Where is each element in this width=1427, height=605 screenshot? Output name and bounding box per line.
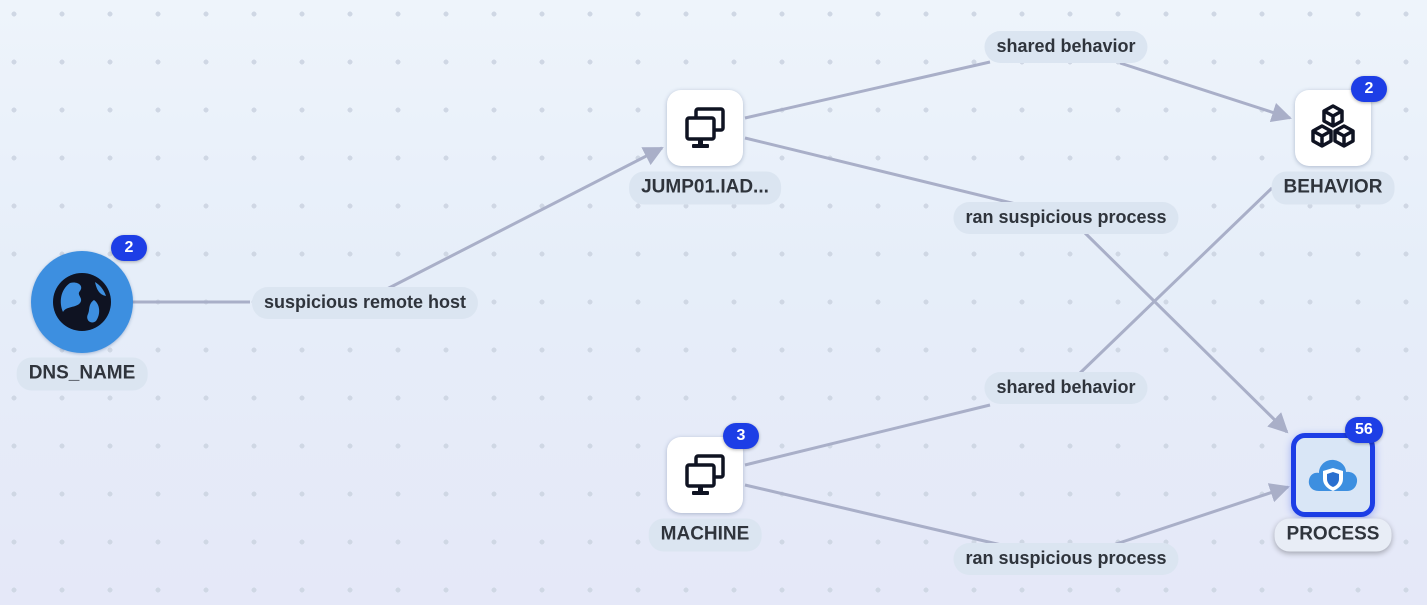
- node-behavior[interactable]: 2: [1295, 76, 1387, 166]
- edge-jump-to-process-segment-2[interactable]: [1083, 231, 1289, 434]
- node-machine[interactable]: 3: [667, 423, 759, 513]
- edge-machine-to-process-segment-2[interactable]: [1109, 483, 1290, 548]
- edge-jump-to-process-segment-1[interactable]: [744, 136, 1021, 207]
- edge-jump-to-behavior-segment-1[interactable]: [744, 60, 991, 120]
- globe-node-circle[interactable]: [31, 251, 133, 353]
- cubes-icon: [1311, 104, 1355, 148]
- cloud-shield-icon: [1308, 459, 1358, 491]
- node-label-behavior[interactable]: BEHAVIOR: [1271, 171, 1395, 205]
- node-label-machine[interactable]: MACHINE: [648, 518, 762, 552]
- edge-label-suspicious-remote-host[interactable]: suspicious remote host: [251, 287, 479, 319]
- edge-jump-to-behavior-segment-2[interactable]: [1119, 61, 1292, 122]
- jump01-tile[interactable]: [667, 90, 743, 166]
- computers-icon: [685, 107, 725, 148]
- edge-machine-to-behavior-segment-2[interactable]: [1076, 186, 1274, 377]
- node-dns-name[interactable]: 2: [31, 235, 147, 353]
- edge-label-machine-ran-suspicious-process[interactable]: ran suspicious process: [953, 543, 1179, 575]
- edge-machine-to-behavior-segment-1[interactable]: [744, 403, 991, 467]
- machine-count-badge: 3: [723, 423, 759, 449]
- process-tile-selected[interactable]: [1291, 433, 1375, 517]
- behavior-count-badge: 2: [1351, 76, 1387, 102]
- edge-label-jump-shared-behavior[interactable]: shared behavior: [984, 31, 1148, 63]
- edge-label-jump-ran-suspicious-process[interactable]: ran suspicious process: [953, 202, 1179, 234]
- node-jump01[interactable]: [667, 90, 743, 166]
- machine-tile[interactable]: [667, 437, 743, 513]
- edge-machine-to-process-segment-1[interactable]: [744, 483, 1011, 549]
- node-label-jump01[interactable]: JUMP01.IAD...: [629, 171, 781, 205]
- process-count-badge: 56: [1345, 417, 1383, 443]
- behavior-tile[interactable]: [1295, 90, 1371, 166]
- dns-name-count-badge: 2: [111, 235, 147, 261]
- node-process[interactable]: 56: [1291, 417, 1383, 517]
- node-label-dns-name[interactable]: DNS_NAME: [16, 357, 148, 391]
- globe-icon: [53, 273, 111, 331]
- edge-label-machine-shared-behavior[interactable]: shared behavior: [984, 372, 1148, 404]
- node-label-process[interactable]: PROCESS: [1274, 518, 1392, 552]
- edge-dns-to-jump-segment-2[interactable]: [384, 146, 664, 292]
- computers-icon: [685, 454, 725, 495]
